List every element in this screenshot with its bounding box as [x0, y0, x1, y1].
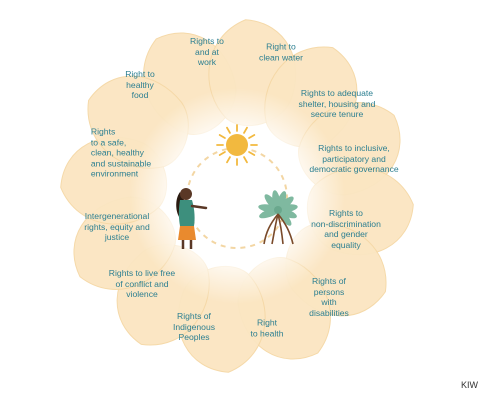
petal-label-conflict-violence: Rights to live free of conflict and viol…	[108, 268, 176, 300]
petal-label-environment: Rights to a safe, clean, healthy and sus…	[90, 126, 152, 179]
petal-label-clean-water: Right to clean water	[259, 41, 303, 62]
person-icon	[176, 188, 208, 249]
petal-label-health: Right to health	[250, 317, 284, 338]
sun-icon	[216, 124, 258, 166]
petal-label-work: Rights to and at work	[190, 36, 224, 68]
mangrove-plant-icon	[258, 190, 298, 245]
petal-label-intergenerational: Intergenerational rights, equity and jus…	[84, 211, 150, 243]
petal-label-indigenous-peoples: Rights of Indigenous Peoples	[172, 311, 216, 343]
petal-label-governance: Rights to inclusive, participatory and d…	[309, 143, 399, 175]
petal-label-shelter-housing: Rights to adequate shelter, housing and …	[298, 88, 376, 120]
center-glow	[129, 88, 345, 304]
petal-label-healthy-food: Right to healthy food	[125, 69, 155, 101]
petal-label-disabilities: Rights of persons with disabilities	[309, 275, 349, 318]
credit-text: KIW	[461, 380, 478, 390]
dashed-cycle-circle	[186, 147, 288, 249]
petal-label-non-discrimination: Rights to non-discrimination and gender …	[311, 207, 381, 250]
